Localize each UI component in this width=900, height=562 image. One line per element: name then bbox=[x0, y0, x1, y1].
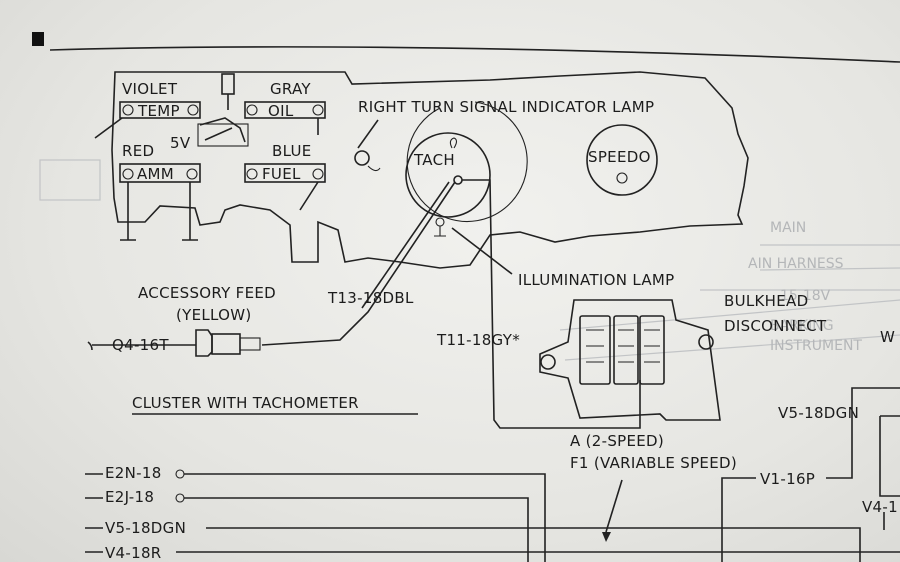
speed-f1-label: F1 (VARIABLE SPEED) bbox=[570, 454, 737, 472]
right-turn-lamp-label: RIGHT TURN SIGNAL INDICATOR LAMP bbox=[358, 98, 654, 116]
speedo-label: SPEEDO bbox=[588, 148, 651, 166]
tach-lamp-icon bbox=[449, 137, 458, 149]
harness-wire-e2n: E2N-18 bbox=[105, 464, 162, 482]
tach-label: TACH bbox=[413, 151, 455, 169]
tach-gauge bbox=[405, 132, 491, 218]
wire-t13-label: T13-18DBL bbox=[327, 289, 414, 307]
svg-text:INSTRUMENT: INSTRUMENT bbox=[770, 338, 862, 354]
accessory-feed-label: ACCESSORY FEED bbox=[138, 284, 276, 302]
svg-text:15-18V: 15-18V bbox=[780, 288, 831, 304]
temp-label: TEMP bbox=[137, 102, 180, 120]
right-wire-v4-label: V4-1 bbox=[862, 498, 898, 516]
wire-t11 bbox=[462, 179, 641, 429]
svg-text:AIN HARNESS: AIN HARNESS bbox=[748, 256, 844, 272]
harness-wire-v5: V5-18DGN bbox=[105, 519, 186, 537]
illumination-lamp: ILLUMINATION LAMP bbox=[434, 217, 674, 289]
harness-wire-e2j: E2J-18 bbox=[105, 488, 154, 506]
blue-label: BLUE bbox=[272, 142, 312, 160]
five-v-label: 5V bbox=[170, 134, 191, 152]
wire-t13 bbox=[261, 181, 456, 346]
speedo-gauge bbox=[586, 124, 658, 196]
accessory-feed-color: (YELLOW) bbox=[176, 306, 252, 324]
oil-gauge: GRAY OIL bbox=[244, 80, 326, 135]
edge-letter: W bbox=[880, 328, 895, 346]
svg-text:MAIN: MAIN bbox=[770, 220, 806, 236]
section-marker bbox=[32, 32, 44, 46]
bulkhead-label-1: BULKHEAD bbox=[724, 292, 808, 310]
cluster-outline bbox=[111, 71, 749, 269]
wire-t11-label: T11-18GY* bbox=[436, 331, 520, 349]
top-rule bbox=[49, 46, 900, 63]
tach-bezel bbox=[406, 101, 528, 223]
right-wire-v5-label: V5-18DGN bbox=[778, 404, 859, 422]
gray-label: GRAY bbox=[270, 80, 311, 98]
temp-gauge: VIOLET TEMP bbox=[94, 80, 201, 139]
oil-label: OIL bbox=[268, 102, 294, 120]
amm-gauge: RED AMM bbox=[119, 142, 201, 241]
illumination-lamp-label: ILLUMINATION LAMP bbox=[518, 271, 674, 289]
right-wire-v1-label: V1-16P bbox=[760, 470, 815, 488]
harness-right: W V5-18DGN V1-16P V4-1 bbox=[721, 328, 900, 562]
bleed-through-background: MAIN AIN HARNESS 15-18V BARKING INSTRUME… bbox=[39, 159, 900, 361]
red-label: RED bbox=[122, 142, 154, 160]
speed-pointer bbox=[605, 479, 623, 533]
bulkhead-disconnect: BULKHEAD DISCONNECT bbox=[539, 292, 827, 421]
svg-text:BARKING: BARKING bbox=[770, 318, 834, 334]
fuel-label: FUEL bbox=[262, 165, 301, 183]
cluster-title: CLUSTER WITH TACHOMETER bbox=[132, 394, 359, 412]
speed-arrowhead bbox=[602, 532, 611, 542]
violet-label: VIOLET bbox=[122, 80, 178, 98]
fuel-gauge: BLUE FUEL bbox=[244, 142, 326, 211]
right-turn-signal-lamp: RIGHT TURN SIGNAL INDICATOR LAMP bbox=[354, 98, 654, 172]
bulkhead-label-2: DISCONNECT bbox=[724, 317, 827, 335]
harness-wire-v4: V4-18R bbox=[105, 544, 162, 562]
harness-left: E2N-18 E2J-18 V5-18DGN V4-18R bbox=[85, 464, 900, 562]
voltage-limiter: 5V bbox=[170, 73, 249, 152]
wire-q4-label: Q4-16T bbox=[112, 336, 169, 354]
speed-a-label: A (2-SPEED) bbox=[570, 432, 664, 450]
speedo-lamp-socket bbox=[616, 172, 628, 184]
amm-label: AMM bbox=[137, 165, 174, 183]
accessory-feed-connector: ACCESSORY FEED (YELLOW) Q4-16T bbox=[87, 284, 276, 357]
wire-t13-shield bbox=[361, 181, 450, 309]
